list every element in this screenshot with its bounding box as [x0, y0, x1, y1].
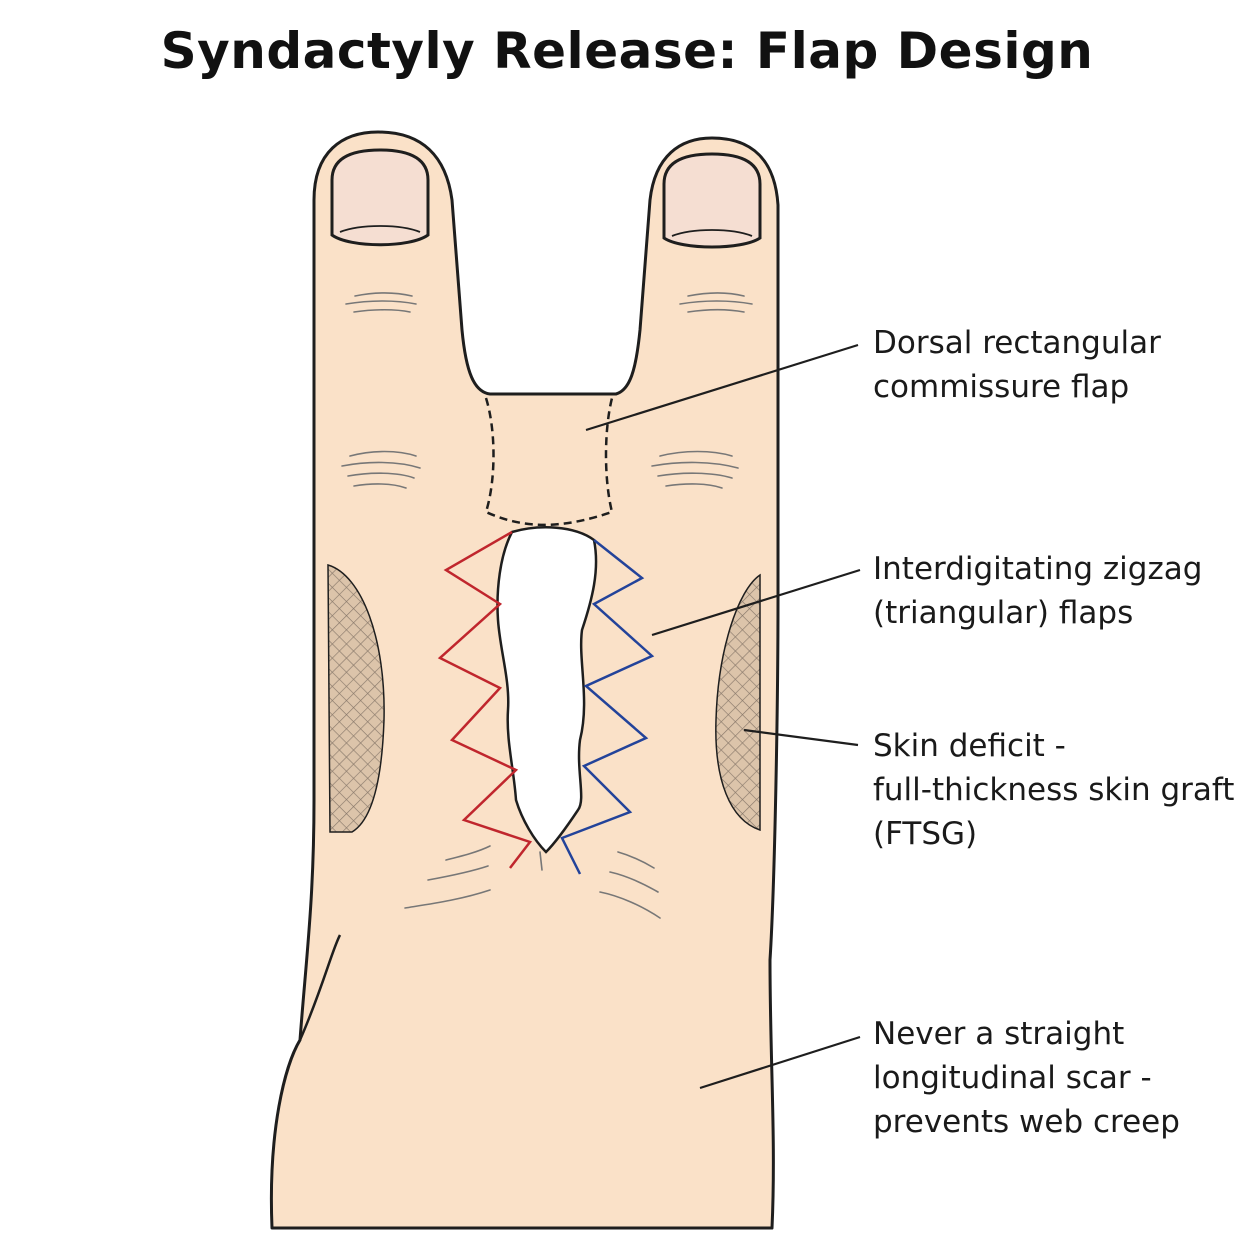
leader-scar-note — [699, 1035, 861, 1090]
label-zigzag-flaps-line-1: Interdigitating zigzag — [873, 551, 1203, 587]
label-scar-note-line-3: prevents web creep — [873, 1104, 1180, 1140]
label-scar-note-line-2: longitudinal scar - — [873, 1060, 1152, 1096]
leader-zigzag-flaps — [651, 568, 861, 637]
label-dorsal-flap-line-2: commissure flap — [873, 369, 1130, 405]
left-nail — [330, 148, 430, 247]
label-skin-graft-line-2: full-thickness skin graft — [873, 772, 1235, 808]
knuckle-creases — [341, 292, 753, 919]
label-scar-note: Never a straight longitudinal scar - pre… — [873, 1012, 1243, 1144]
label-scar-note-line-1: Never a straight — [873, 1016, 1125, 1052]
right-nail — [662, 152, 762, 249]
label-zigzag-flaps-line-2: (triangular) flaps — [873, 595, 1134, 631]
zigzag-flaps-red — [437, 530, 533, 869]
web-cleft — [496, 526, 598, 854]
label-skin-graft-line-1: Skin deficit - — [873, 728, 1066, 764]
label-dorsal-flap: Dorsal rectangular commissure flap — [873, 321, 1243, 409]
label-zigzag-flaps: Interdigitating zigzag (triangular) flap… — [873, 547, 1243, 635]
leader-dorsal-flap — [585, 343, 859, 432]
label-skin-graft-line-3: (FTSG) — [873, 816, 978, 852]
dorsal-commissure-flap — [484, 397, 614, 527]
leader-lines — [585, 343, 861, 1090]
graft-area-left — [327, 563, 385, 833]
zigzag-flaps-blue — [560, 539, 655, 875]
thenar-crease — [298, 934, 342, 1041]
graft-area-right — [715, 573, 761, 832]
leader-skin-graft — [743, 728, 859, 747]
label-skin-graft: Skin deficit - full-thickness skin graft… — [873, 724, 1243, 856]
diagram-title: Syndactyly Release: Flap Design — [160, 22, 1094, 80]
label-dorsal-flap-line-1: Dorsal rectangular — [873, 325, 1161, 361]
